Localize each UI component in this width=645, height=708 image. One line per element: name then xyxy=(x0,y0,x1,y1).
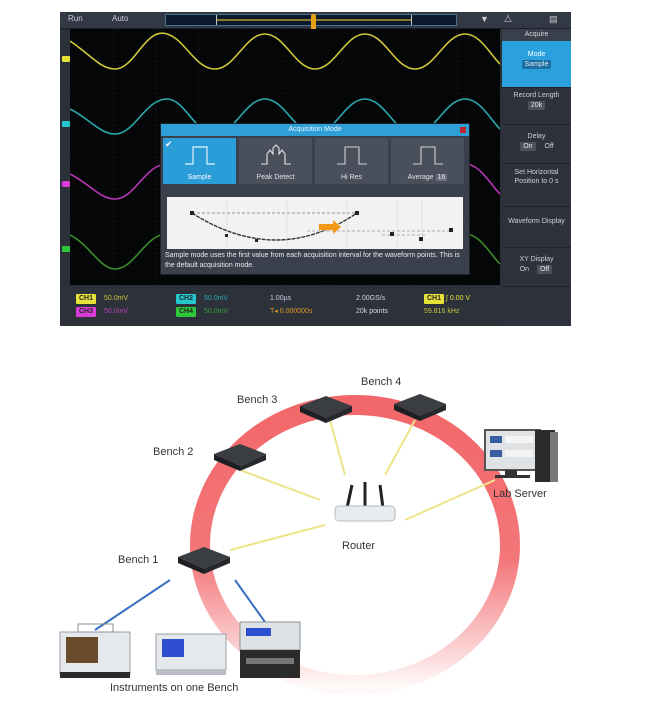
checkmark-icon: ✔ xyxy=(165,139,173,149)
mode-sample-button[interactable]: ✔ Sample xyxy=(163,138,236,184)
ch4-ground-marker[interactable] xyxy=(62,246,70,252)
bench-2-label: Bench 2 xyxy=(153,446,194,458)
mode-hi-res-label: Hi Res xyxy=(340,174,362,181)
xy-on[interactable]: On xyxy=(519,266,530,273)
delay-on[interactable]: On xyxy=(520,142,536,151)
menu-item-xy-display[interactable]: XY Display On Off xyxy=(502,248,571,287)
multimeter-instrument-icon xyxy=(239,621,301,678)
ch1-scale[interactable]: CH1 50.0mV xyxy=(76,294,128,304)
sample-rate: 2.00GS/s xyxy=(356,295,386,302)
close-icon[interactable] xyxy=(460,127,466,133)
trigger-position-marker[interactable] xyxy=(311,14,316,40)
ch1-ground-marker[interactable] xyxy=(62,56,70,62)
lab-network-diagram: Bench 1 Bench 2 Bench 3 Bench 4 Router L… xyxy=(50,360,610,705)
menu-item-set-horizontal-position[interactable]: Set Horizontal Position to 0 s xyxy=(502,164,571,207)
set-horizontal-label: Set Horizontal Position to 0 s xyxy=(514,169,559,185)
lab-server-icon xyxy=(484,429,558,482)
wifi-icon[interactable]: ▼ xyxy=(480,14,489,24)
mode-sample-label: Sample xyxy=(187,174,212,181)
bench-3-label: Bench 3 xyxy=(237,394,278,406)
side-menu-title: Acquire xyxy=(502,29,571,41)
function-generator-instrument-icon xyxy=(155,633,227,675)
xy-off[interactable]: Off xyxy=(537,265,553,274)
mode-description: Sample mode uses the first value from ea… xyxy=(165,252,460,269)
mode-value: Sample xyxy=(521,60,552,69)
oscilloscope-screen: Run Auto ▼ ⧊ ▤ xyxy=(60,12,571,326)
mode-preview-illustration xyxy=(167,197,463,249)
record-points: 20k points xyxy=(356,308,388,315)
dialog-title-text: Acquisition Mode xyxy=(288,126,342,133)
menu-item-delay[interactable]: Delay On Off xyxy=(502,125,571,164)
record-length-label: Record Length xyxy=(513,92,560,99)
rising-edge-icon: ∫ xyxy=(445,295,448,302)
ch2-scale[interactable]: CH2 50.0mV xyxy=(176,294,228,304)
bench-4-label: Bench 4 xyxy=(361,376,402,388)
trigger-delay-icon: T◂ xyxy=(270,308,278,315)
bench-1-device-icon[interactable] xyxy=(174,545,232,575)
mode-average-label: Average xyxy=(407,174,434,181)
hi-res-icon xyxy=(337,146,367,165)
oscilloscope-instrument-icon xyxy=(59,623,131,678)
ch2-ground-marker[interactable] xyxy=(62,121,70,127)
average-icon xyxy=(413,146,443,165)
lab-server-label: Lab Server xyxy=(493,488,547,500)
frequency-readout: 59.816 kHz xyxy=(424,308,460,315)
record-length-value: 20k xyxy=(527,101,546,110)
mode-hi-res-button[interactable]: Hi Res xyxy=(315,138,388,184)
scope-status-bar: CH1 50.0mV CH3 50.0mV CH2 50.0mV CH4 50.… xyxy=(60,286,502,326)
dialog-title: Acquisition Mode xyxy=(161,124,469,136)
trigger-setting[interactable]: CH1 ∫ 0.00 V xyxy=(424,294,470,304)
xy-display-label: XY Display xyxy=(519,256,554,263)
acquire-side-menu: Acquire Mode Sample Record Length 20k De… xyxy=(502,29,571,326)
bench-3-device-icon[interactable] xyxy=(296,394,354,424)
mode-peak-detect-label: Peak Detect xyxy=(256,174,295,181)
run-status[interactable]: Run xyxy=(68,14,83,23)
instruments-caption: Instruments on one Bench xyxy=(110,682,239,694)
menu-item-mode[interactable]: Mode Sample xyxy=(502,41,571,88)
ch4-scale[interactable]: CH4 50.0mV xyxy=(176,307,228,317)
router-label: Router xyxy=(342,540,376,552)
bench-4-device-icon[interactable] xyxy=(390,392,448,422)
acquisition-mode-dialog: Acquisition Mode ✔ Sample Peak Detect Hi… xyxy=(160,123,470,275)
menu-item-waveform-display[interactable]: Waveform Display xyxy=(502,207,571,248)
mode-label: Mode xyxy=(527,51,546,58)
average-count[interactable]: 16 xyxy=(435,174,448,181)
trigger-mode[interactable]: Auto xyxy=(112,14,129,23)
network-icon[interactable]: ⧊ xyxy=(504,14,513,24)
delay-label: Delay xyxy=(527,133,546,140)
sample-waveform-icon xyxy=(185,146,215,165)
network-ring xyxy=(190,395,520,695)
peak-detect-icon xyxy=(261,144,291,165)
menu-item-record-length[interactable]: Record Length 20k xyxy=(502,88,571,125)
save-icon[interactable]: ▤ xyxy=(549,14,558,24)
delay-off[interactable]: Off xyxy=(544,143,554,150)
waveform-display-label: Waveform Display xyxy=(508,218,565,225)
bench-2-device-icon[interactable] xyxy=(210,442,268,472)
mode-peak-detect-button[interactable]: Peak Detect xyxy=(239,138,312,184)
router-icon xyxy=(334,482,396,522)
bench-1-label: Bench 1 xyxy=(118,554,159,566)
timebase[interactable]: 1.00µs xyxy=(270,295,292,302)
ch3-scale[interactable]: CH3 50.0mV xyxy=(76,307,128,317)
ch3-ground-marker[interactable] xyxy=(62,181,70,187)
trigger-delay[interactable]: T◂ 0.000000s xyxy=(270,308,313,315)
